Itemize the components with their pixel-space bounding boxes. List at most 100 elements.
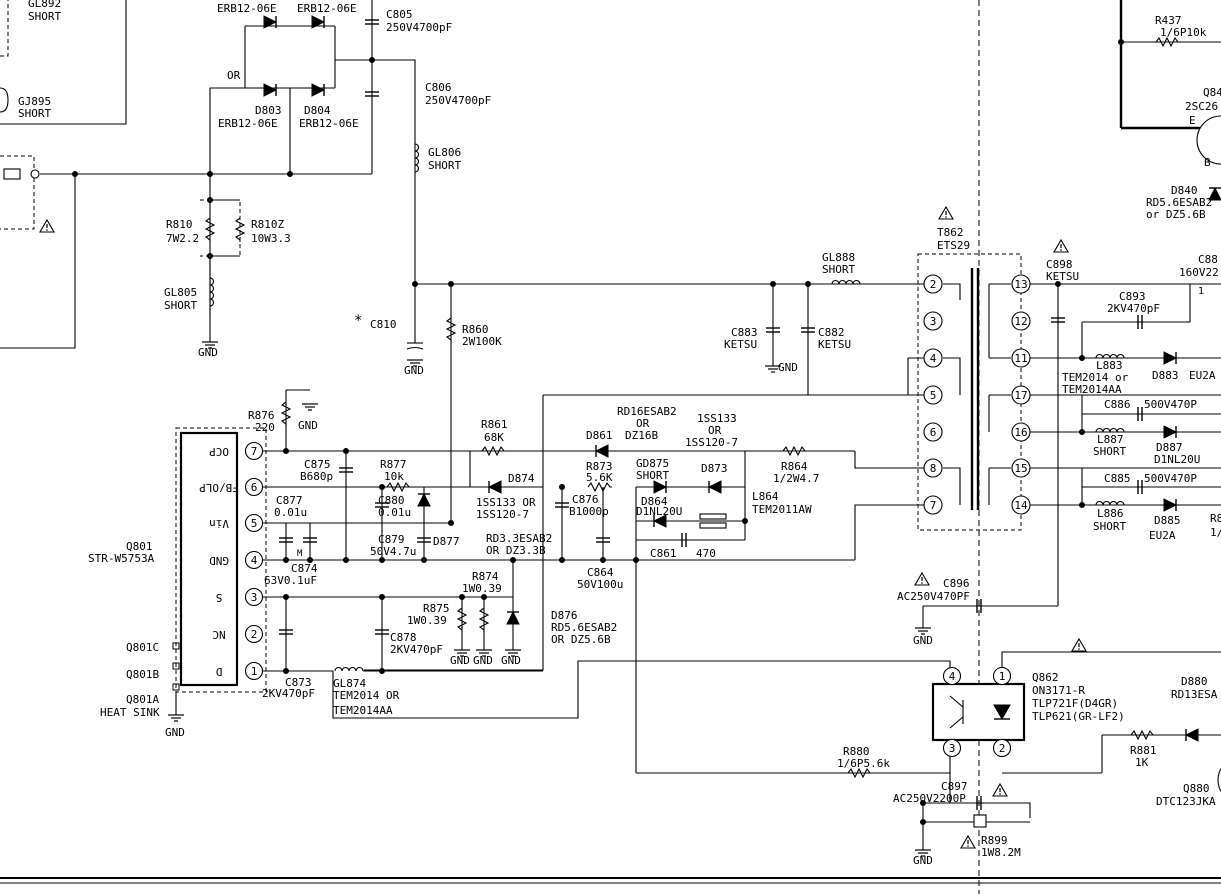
label-q880: Q880: [1183, 782, 1210, 795]
label-q862-val2: TLP721F(D4GR): [1032, 697, 1118, 710]
label-gl888-short: SHORT: [822, 263, 855, 276]
warning-icon: [1071, 638, 1087, 652]
label-m-mark: M: [297, 549, 303, 559]
label-c806: C806: [425, 81, 452, 94]
label-r810z: R810Z: [251, 218, 284, 231]
fuse-body: [3, 168, 21, 180]
q862-optocoupler-body: [931, 682, 1026, 742]
label-gnd-d876: GND: [501, 654, 521, 667]
label-c810: C810: [370, 318, 397, 331]
label-r8x: R8: [1210, 512, 1221, 525]
component-labels: GL892 SHORT GJ895 SHORT ERB12-06E ERB12-…: [18, 0, 1221, 867]
label-c885-val: 500V470P: [1144, 472, 1197, 485]
q862-pin-2: 2: [999, 742, 1006, 755]
label-d803: D803: [255, 104, 282, 117]
label-r874-val: 1W0.39: [462, 582, 502, 595]
label-c885: C885: [1104, 472, 1131, 485]
terminal-node: [30, 169, 40, 179]
label-l887: L887: [1097, 433, 1124, 446]
label-c873: C873: [285, 676, 312, 689]
d876-diode: [506, 611, 520, 625]
label-l883-val1: TEM2014 or: [1062, 371, 1129, 384]
label-iss133: 1SS133: [697, 412, 737, 425]
label-c893-val: 2KV470pF: [1107, 302, 1160, 315]
label-l886-short: SHORT: [1093, 520, 1126, 533]
label-c877: C877: [276, 494, 303, 507]
gl874-inductor: [334, 666, 364, 672]
q862-pin-1: 1: [999, 670, 1006, 683]
d885-diode: [1163, 498, 1177, 512]
label-d864-val: D1NL20U: [636, 505, 682, 518]
label-gj895-short: SHORT: [18, 107, 51, 120]
label-gnd-c896: GND: [913, 634, 933, 647]
label-c898: C898: [1046, 258, 1073, 271]
label-d840: D840: [1171, 184, 1198, 197]
label-d864: D864: [641, 495, 668, 508]
label-r880-val: 1/6P5.6k: [837, 757, 890, 770]
label-r860: R860: [462, 323, 489, 336]
label-d887-val: D1NL20U: [1154, 453, 1200, 466]
label-d880: D880: [1181, 675, 1208, 688]
label-d887: D887: [1156, 441, 1183, 454]
t862-pin-5: 5: [930, 389, 937, 402]
r899-resistor: [973, 814, 987, 828]
t862-pin-12: 12: [1014, 315, 1027, 328]
label-gd875-short: SHORT: [636, 469, 669, 482]
label-iss120: 1SS120-7: [685, 436, 738, 449]
label-l887-short: SHORT: [1093, 445, 1126, 458]
label-d876: D876: [551, 609, 578, 622]
label-d876-val1: RD5.6ESAB2: [551, 621, 617, 634]
label-d880-val: RD13ESA: [1171, 688, 1218, 701]
label-c897: C897: [941, 780, 968, 793]
components: [3, 15, 1221, 857]
label-iss133b: 1SS133 OR: [476, 496, 536, 509]
t862-pin-17: 17: [1014, 389, 1027, 402]
pin-name-s: S: [216, 591, 223, 604]
label-r876: R876: [248, 409, 275, 422]
label-c88x-val: 160V22: [1179, 266, 1219, 279]
label-gl888: GL888: [822, 251, 855, 264]
label-r899-val: 1W8.2M: [981, 846, 1021, 859]
label-c886-val: 500V470P: [1144, 398, 1197, 411]
t862-pin-16: 16: [1014, 426, 1027, 439]
warning-icon: [39, 219, 55, 233]
label-rd16-or: OR: [636, 417, 650, 430]
label-gnd-c810: GND: [404, 364, 424, 377]
label-d804: D804: [304, 104, 331, 117]
label-pin-b: B: [1204, 156, 1211, 169]
label-q880-val: DTC123JKA: [1156, 795, 1216, 808]
label-d885: D885: [1154, 514, 1181, 527]
label-star-c810: *: [354, 313, 362, 329]
t862-pin-11: 11: [1014, 352, 1027, 365]
t862-pin-4: 4: [930, 352, 937, 365]
label-r861-val: 68K: [484, 431, 504, 444]
label-rd16: RD16ESAB2: [617, 405, 677, 418]
d880-diode: [1185, 728, 1199, 742]
label-r864: R864: [781, 460, 808, 473]
t862-pin-6: 6: [930, 426, 937, 439]
label-gl805-short: SHORT: [164, 299, 197, 312]
label-l883-val2: TEM2014AA: [1062, 383, 1122, 396]
label-c879-val: 50V4.7u: [370, 545, 416, 558]
warning-icon: [992, 783, 1008, 797]
label-d876-val2: OR DZ5.6B: [551, 633, 611, 646]
label-q862-val3: TLP621(GR-LF2): [1032, 710, 1125, 723]
label-r881: R881: [1130, 744, 1157, 757]
label-c880-val: 0.01u: [378, 506, 411, 519]
t862-pin-2: 2: [930, 278, 937, 291]
label-gnd-r876: GND: [298, 419, 318, 432]
warning-icon: [1053, 239, 1069, 253]
label-c805: C805: [386, 8, 413, 21]
d804-diode: [311, 83, 325, 97]
label-t862-val: ETS29: [937, 239, 970, 252]
label-r881-val: 1K: [1135, 756, 1149, 769]
label-c875: C875: [304, 458, 331, 471]
label-dz16: DZ16B: [625, 429, 658, 442]
warning-icon: [938, 206, 954, 220]
label-r860-val: 2W100K: [462, 335, 502, 348]
label-c874: C874: [291, 562, 318, 575]
label-c875-val: B680p: [300, 470, 333, 483]
d887-diode: [1163, 425, 1177, 439]
label-c861: C861: [650, 547, 677, 560]
label-r810: R810: [166, 218, 193, 231]
